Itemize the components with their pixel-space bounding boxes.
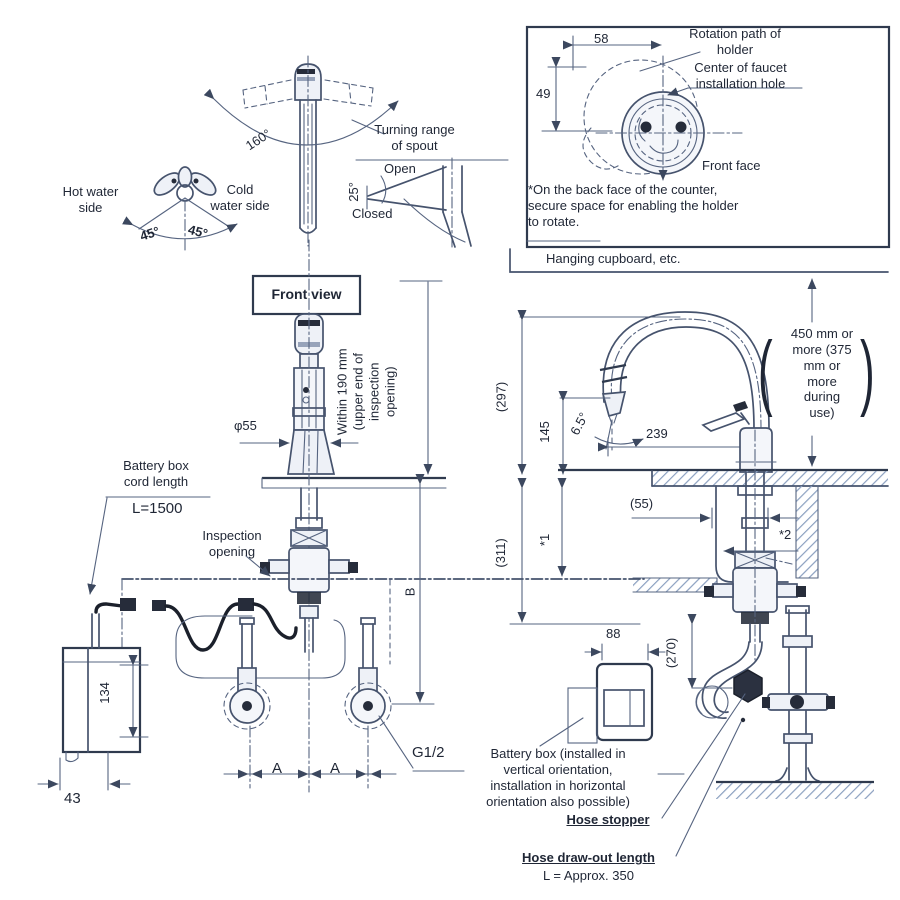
- dim-134: 134: [96, 682, 112, 704]
- dim-43: 43: [64, 790, 81, 807]
- holder-detail-box: [525, 25, 891, 249]
- clearance-paren-right: ): [860, 325, 875, 419]
- closed-label: Closed: [352, 206, 393, 221]
- clearance-label: 450 mm or more (375 mm or more during us…: [790, 326, 854, 421]
- side-view: [509, 310, 889, 857]
- counter-note: *On the back face of the counter, secure…: [528, 182, 739, 229]
- front-view: [37, 239, 645, 793]
- spout-open-close-view: [366, 157, 472, 251]
- dim-270: (270): [663, 637, 679, 669]
- hot-water-side-label: Hot water side: [62, 184, 119, 215]
- hose-stopper-label: Hose stopper: [566, 812, 650, 827]
- clearance-paren-left: (: [758, 325, 773, 419]
- battery-cord-label: Battery box cord length: [123, 458, 189, 489]
- dim-b: B: [402, 587, 418, 597]
- dim-a-right: A: [330, 760, 341, 777]
- dim-star2: *2: [779, 527, 792, 542]
- handle-top-view: [122, 166, 238, 253]
- hose-drawout-label: Hose draw-out length: [522, 850, 655, 865]
- inspection-opening-label: Inspection opening: [202, 528, 262, 559]
- front-face-label: Front face: [702, 158, 761, 173]
- open-angle-label: 25°: [345, 182, 361, 202]
- dim-311: (311): [492, 538, 508, 568]
- dim-phi55: φ55: [234, 418, 257, 433]
- dim-145: 145: [536, 421, 552, 443]
- battery-cord-value: L=1500: [132, 500, 183, 517]
- dim-239: 239: [646, 426, 668, 441]
- cold-water-side-label: Cold water side: [210, 182, 270, 213]
- dim-88: 88: [606, 626, 621, 641]
- within-190-label: Within 190 mm (upper end of inspection o…: [334, 348, 397, 436]
- dim-297: (297): [493, 381, 509, 413]
- dim-a-left: A: [272, 760, 283, 777]
- hanging-cupboard-label: Hanging cupboard, etc.: [546, 251, 681, 266]
- dim-58: 58: [594, 31, 609, 46]
- cupboard-reference: [509, 248, 889, 467]
- thread-size-label: G1/2: [412, 744, 445, 761]
- dim-55-counter: (55): [630, 496, 654, 511]
- center-hole-label: Center of faucet installation hole: [694, 60, 787, 91]
- rotation-path-label: Rotation path of holder: [689, 26, 781, 57]
- dim-star1: *1: [537, 533, 553, 547]
- hose-drawout-value: L = Approx. 350: [543, 868, 634, 883]
- spout-top-view: [203, 55, 509, 247]
- turning-range-label: Turning range of spout: [374, 122, 455, 153]
- dim-49: 49: [536, 86, 551, 101]
- battery-box-note: Battery box (installed in vertical orien…: [486, 746, 630, 809]
- front-view-title: Front view: [271, 286, 342, 302]
- open-label: Open: [384, 161, 416, 176]
